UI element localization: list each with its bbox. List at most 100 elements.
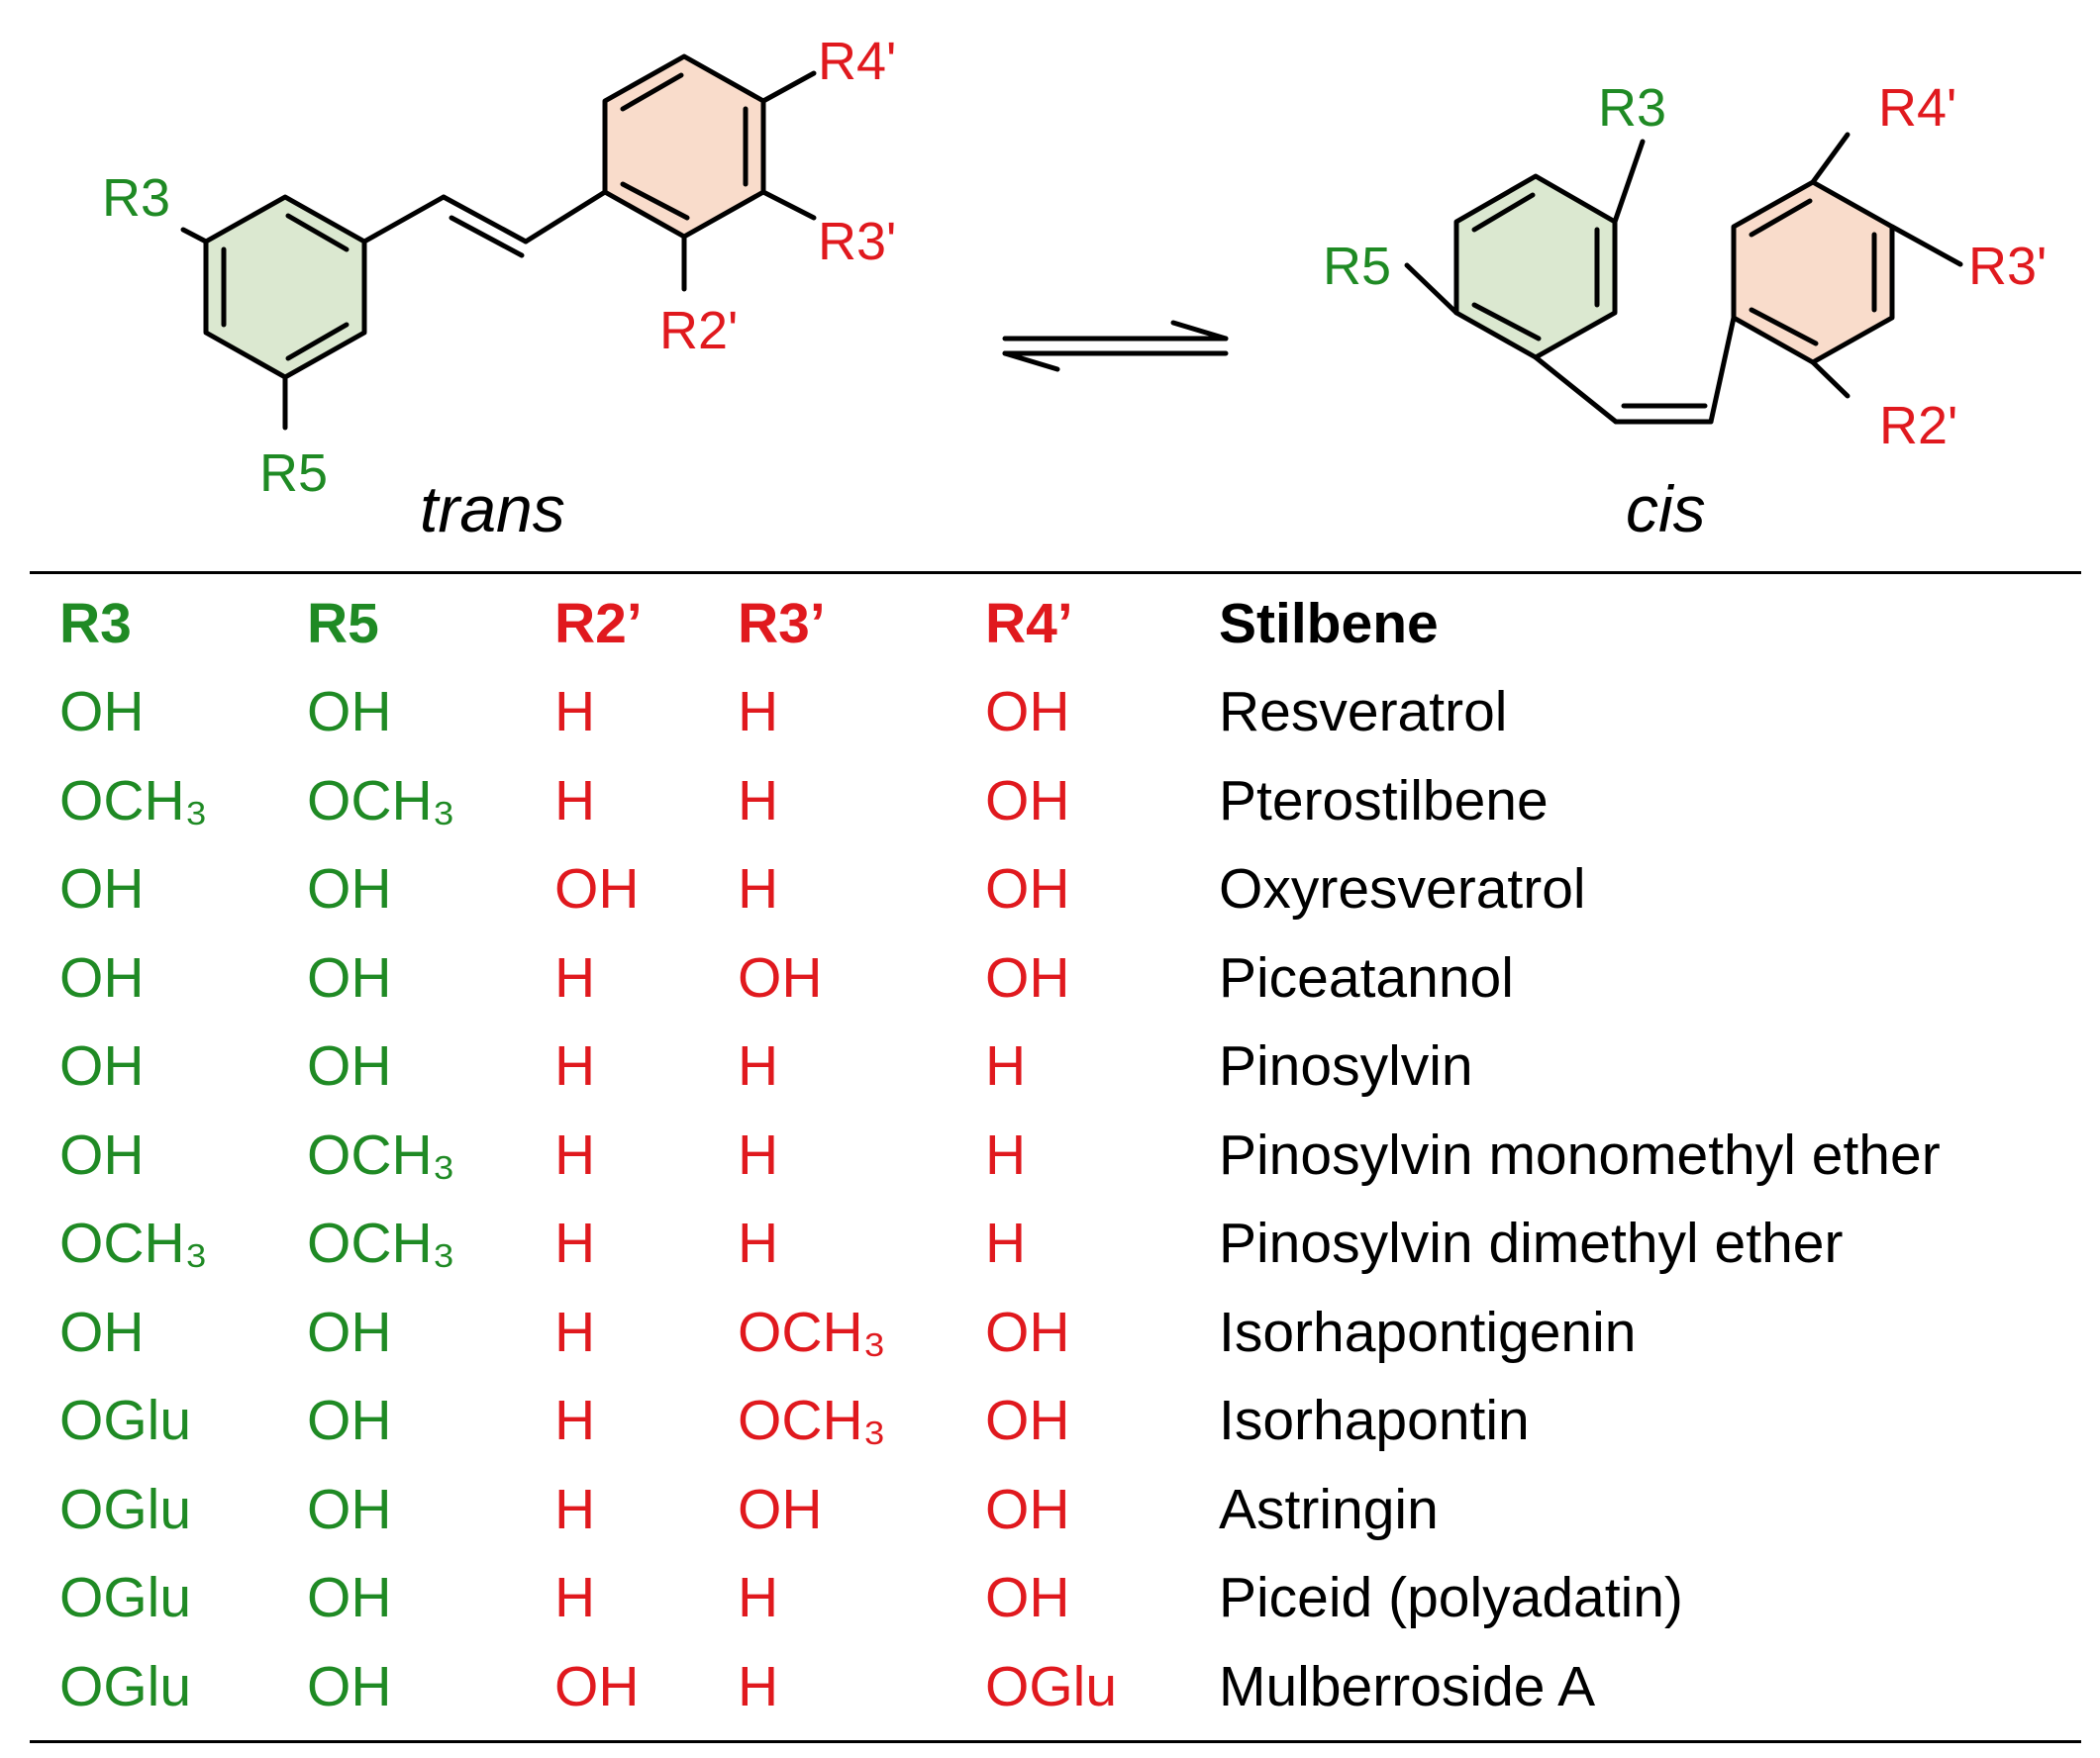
table-top-rule <box>30 571 2081 574</box>
cell-r3: OGlu <box>59 1389 192 1453</box>
header-stilbene: Stilbene <box>1219 591 1439 655</box>
cell-stilbene-name: Pinosylvin <box>1219 1034 1473 1099</box>
cis-ring-b-inner-bonds <box>1749 198 1877 346</box>
cell-r4p: OGlu <box>985 1654 1118 1718</box>
cell-r4p: H <box>985 1123 1027 1187</box>
trans-label-r3: R3 <box>102 168 170 228</box>
cell-r3p: H <box>738 1654 779 1718</box>
cell-r3p: OH <box>738 1477 823 1541</box>
cis-label-r3p: R3' <box>1968 237 2047 296</box>
cell-r5: OH <box>307 1389 392 1453</box>
cell-r5: OH <box>307 1300 392 1364</box>
cell-r2p: H <box>554 1566 596 1630</box>
cis-substituent-bonds <box>1404 132 1963 399</box>
cell-r3p: H <box>738 857 779 922</box>
table-header-row: R3 R5 R2’ R3’ R4’ Stilbene <box>59 579 2031 668</box>
trans-substituent-bonds <box>180 70 817 431</box>
trans-label-r4p: R4' <box>818 32 896 91</box>
cis-ring-a-inner-bonds <box>1471 192 1600 342</box>
cell-r2p: H <box>554 680 596 744</box>
cis-caption: cis <box>1626 472 1706 545</box>
cell-r5: OCH₃ <box>307 1123 455 1187</box>
trans-label-r2p: R2' <box>659 301 738 360</box>
cell-r4p: OH <box>985 945 1070 1010</box>
table-row: OH OH OH H OH Oxyresveratrol <box>59 845 2031 934</box>
cell-r4p: OH <box>985 1300 1070 1364</box>
cell-r5: OH <box>307 1654 392 1718</box>
cell-r3p: H <box>738 1566 779 1630</box>
trans-ring-a-inner-bonds <box>221 213 350 361</box>
cell-r2p: H <box>554 1212 596 1276</box>
cell-r3: OH <box>59 857 145 922</box>
cell-r3: OGlu <box>59 1477 192 1541</box>
cell-r5: OH <box>307 857 392 922</box>
cell-r2p: H <box>554 1123 596 1187</box>
cis-label-r3: R3 <box>1598 78 1666 138</box>
cis-ring-a <box>1453 173 1618 360</box>
header-r3: R3 <box>59 591 132 655</box>
cis-ring-b <box>1731 179 1895 365</box>
header-r5: R5 <box>307 591 379 655</box>
cell-stilbene-name: Oxyresveratrol <box>1219 857 1586 922</box>
cell-r4p: OH <box>985 768 1070 832</box>
trans-stilbene-structure: R3 R5 R4' R3' R2' trans <box>102 32 896 545</box>
stilbene-isomerization-scheme: R3 R5 R4' R3' R2' trans <box>102 32 2047 545</box>
cell-r5: OH <box>307 1477 392 1541</box>
cell-r4p: OH <box>985 1477 1070 1541</box>
trans-vinyl-bridge <box>361 189 608 258</box>
cell-r3: OH <box>59 680 145 744</box>
cell-r3p: H <box>738 1034 779 1099</box>
cell-r4p: H <box>985 1034 1027 1099</box>
table-bottom-rule <box>30 1740 2081 1743</box>
cell-r3: OH <box>59 1123 145 1187</box>
cell-r2p: H <box>554 1389 596 1453</box>
cell-r4p: OH <box>985 1566 1070 1630</box>
cell-r4p: OH <box>985 857 1070 922</box>
cell-r3p: OH <box>738 945 823 1010</box>
cell-r3: OH <box>59 945 145 1010</box>
cell-r5: OH <box>307 680 392 744</box>
trans-ring-b-inner-bonds <box>620 72 749 221</box>
cell-r3p: H <box>738 768 779 832</box>
header-r4p: R4’ <box>985 591 1073 655</box>
cell-r2p: OH <box>554 857 640 922</box>
trans-label-r3p: R3' <box>818 212 896 271</box>
cell-r3p: OCH₃ <box>738 1389 886 1453</box>
cell-stilbene-name: Isorhapontigenin <box>1219 1300 1637 1364</box>
cell-stilbene-name: Pinosylvin dimethyl ether <box>1219 1212 1844 1276</box>
cell-stilbene-name: Piceid (polyadatin) <box>1219 1566 1683 1630</box>
cell-r3: OH <box>59 1034 145 1099</box>
trans-ring-a <box>203 194 367 380</box>
cell-r3: OH <box>59 1300 145 1364</box>
cell-r4p: H <box>985 1212 1027 1276</box>
cell-r2p: H <box>554 1034 596 1099</box>
trans-label-r5: R5 <box>259 443 328 503</box>
header-r2p: R2’ <box>554 591 643 655</box>
cis-vinyl-bridge <box>1533 315 1737 425</box>
cell-r2p: H <box>554 768 596 832</box>
cell-r2p: H <box>554 1477 596 1541</box>
cell-r4p: OH <box>985 680 1070 744</box>
cell-r3: OGlu <box>59 1566 192 1630</box>
cell-r3p: H <box>738 1123 779 1187</box>
cell-r5: OCH₃ <box>307 1212 455 1276</box>
cell-r3: OGlu <box>59 1654 192 1718</box>
cis-label-r2p: R2' <box>1879 396 1957 455</box>
cis-label-r5: R5 <box>1323 237 1391 296</box>
cell-r3p: OCH₃ <box>738 1300 886 1364</box>
cell-stilbene-name: Pterostilbene <box>1219 768 1549 832</box>
cell-stilbene-name: Mulberroside A <box>1219 1654 1596 1718</box>
cell-r2p: H <box>554 945 596 1010</box>
cell-r3: OCH₃ <box>59 768 208 832</box>
cell-r3: OCH₃ <box>59 1212 208 1276</box>
trans-caption: trans <box>420 472 565 545</box>
